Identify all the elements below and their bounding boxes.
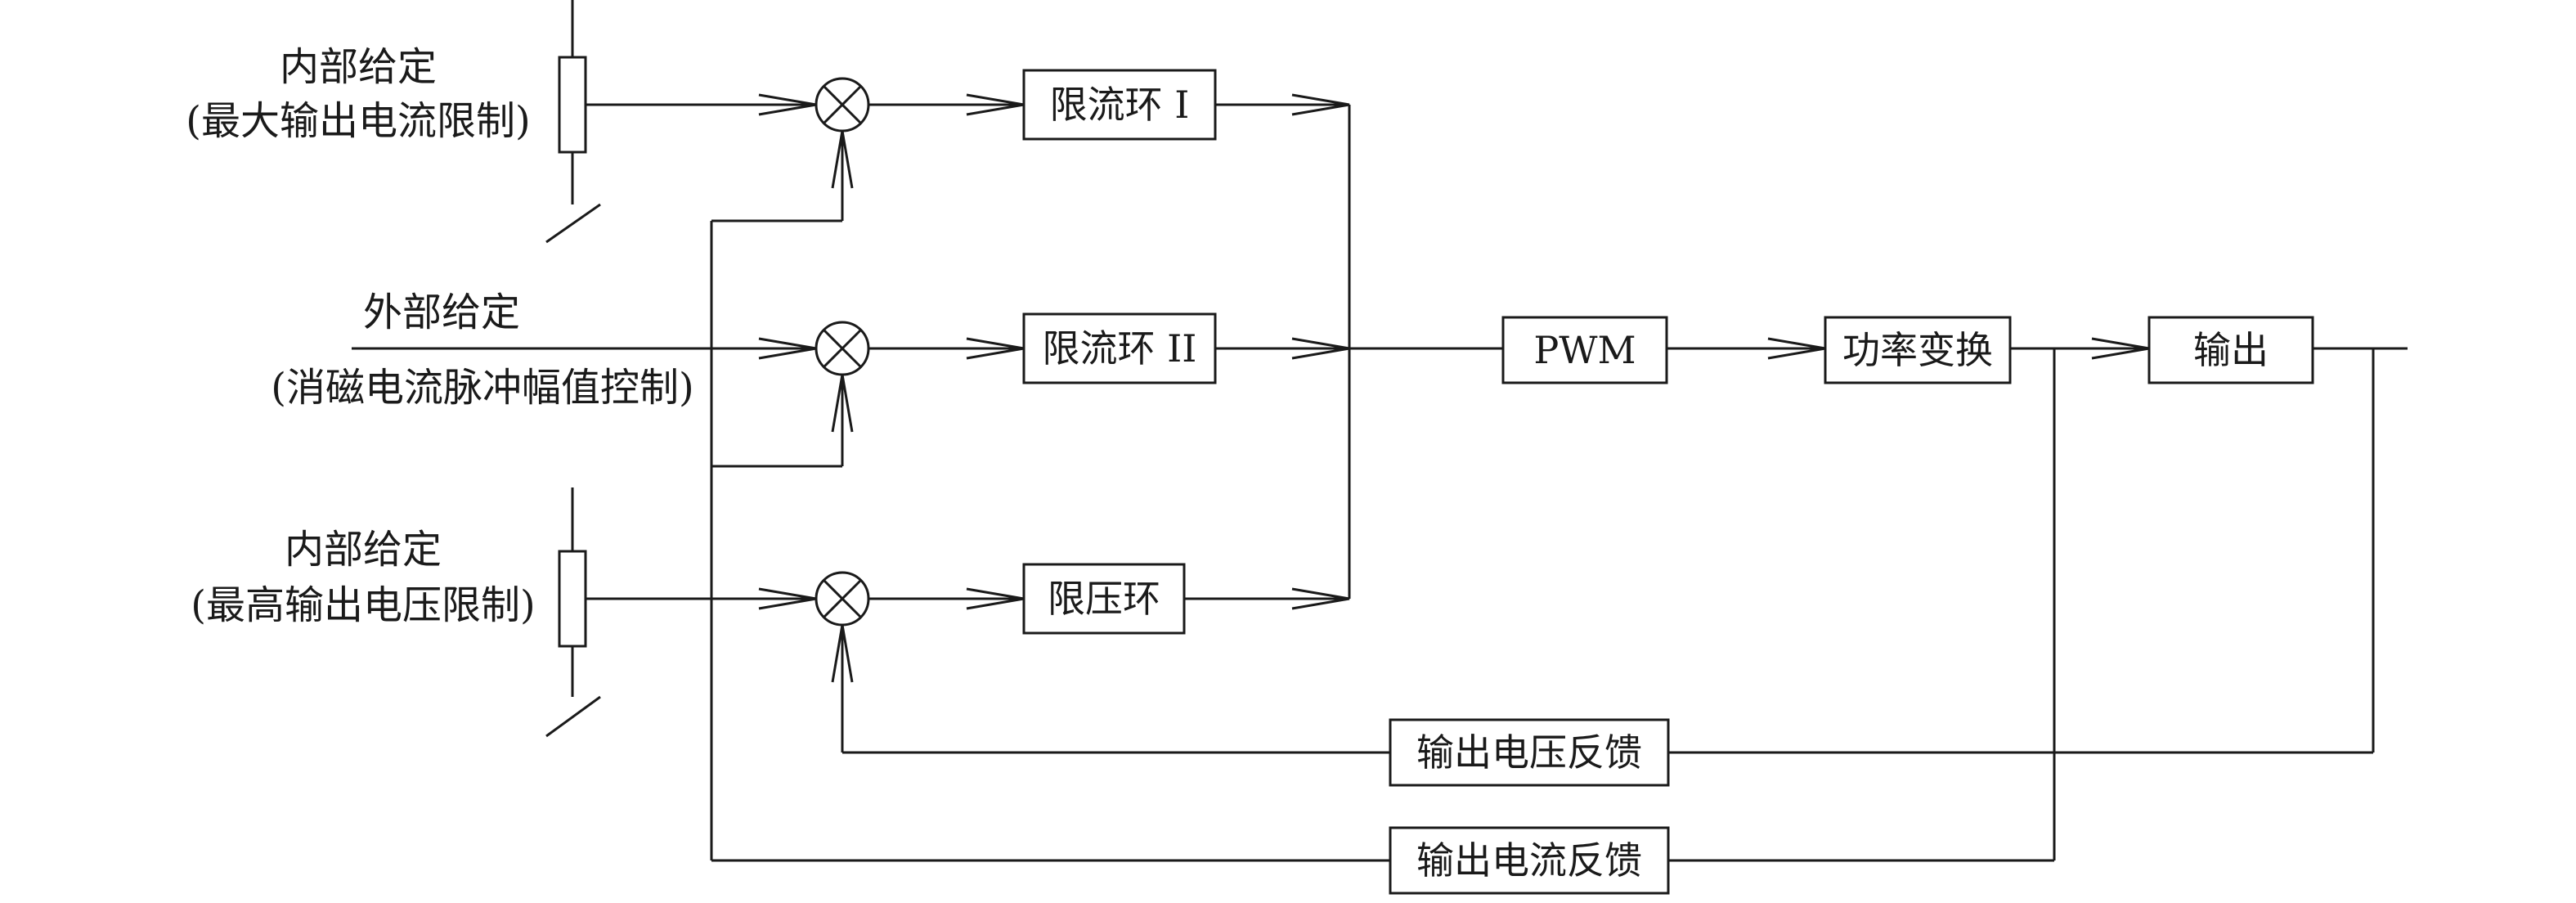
- link-power-to-output: [2010, 337, 2150, 360]
- link-current-loop-1-out: [1215, 93, 1350, 116]
- block-current-loop-1: 限流环 I: [1022, 69, 1217, 141]
- block-current-loop-1-label: 限流环 I: [1050, 83, 1190, 127]
- link-sum1-to-current-loop-1: [868, 93, 1025, 116]
- input-label-voltage-limit-title: 内部给定: [285, 527, 442, 573]
- summing-junction-3: [815, 571, 870, 627]
- input-label-current-limit-detail: (最大输出电流限制): [186, 98, 530, 144]
- link-pwm-to-power: [1667, 337, 1826, 360]
- block-voltage-feedback-label: 输出电压反馈: [1416, 730, 1642, 775]
- block-pwm-label: PWM: [1533, 328, 1636, 372]
- potentiometer-bottom: [545, 487, 601, 738]
- input-label-voltage-limit-detail: (最高输出电压限制): [191, 582, 535, 628]
- summing-junction-1: [815, 77, 870, 133]
- block-power-conversion-label: 功率变换: [1842, 328, 1993, 372]
- block-current-feedback: 输出电流反馈: [1389, 826, 1670, 895]
- input-line-top: [586, 93, 817, 116]
- input-label-current-limit-title: 内部给定: [280, 44, 437, 90]
- input-label-external-title: 外部给定: [363, 290, 520, 335]
- current-feedback-path: [710, 130, 2056, 862]
- input-line-bottom: [586, 587, 817, 610]
- block-output: 输出: [2147, 316, 2314, 384]
- input-label-external-detail: (消磁电流脉冲幅值控制): [271, 365, 693, 411]
- block-voltage-loop-label: 限压环: [1048, 577, 1160, 621]
- summing-junction-2: [815, 321, 870, 376]
- input-line-external: [352, 337, 817, 360]
- block-current-loop-2: 限流环 II: [1022, 312, 1217, 384]
- link-sum2-to-current-loop-2: [868, 337, 1025, 360]
- block-voltage-loop: 限压环: [1022, 563, 1186, 635]
- block-pwm: PWM: [1501, 316, 1668, 384]
- block-current-loop-2-label: 限流环 II: [1043, 326, 1197, 371]
- link-current-loop-2-out: [1215, 337, 1350, 360]
- block-voltage-feedback: 输出电压反馈: [1389, 718, 1670, 787]
- block-power-conversion: 功率变换: [1824, 316, 2012, 384]
- link-voltage-loop-out: [1184, 587, 1350, 610]
- block-current-feedback-label: 输出电流反馈: [1416, 838, 1642, 883]
- block-output-label: 输出: [2193, 328, 2269, 372]
- potentiometer-top: [545, 0, 601, 244]
- voltage-feedback-path: [831, 348, 2375, 754]
- link-sum3-to-voltage-loop: [868, 587, 1025, 610]
